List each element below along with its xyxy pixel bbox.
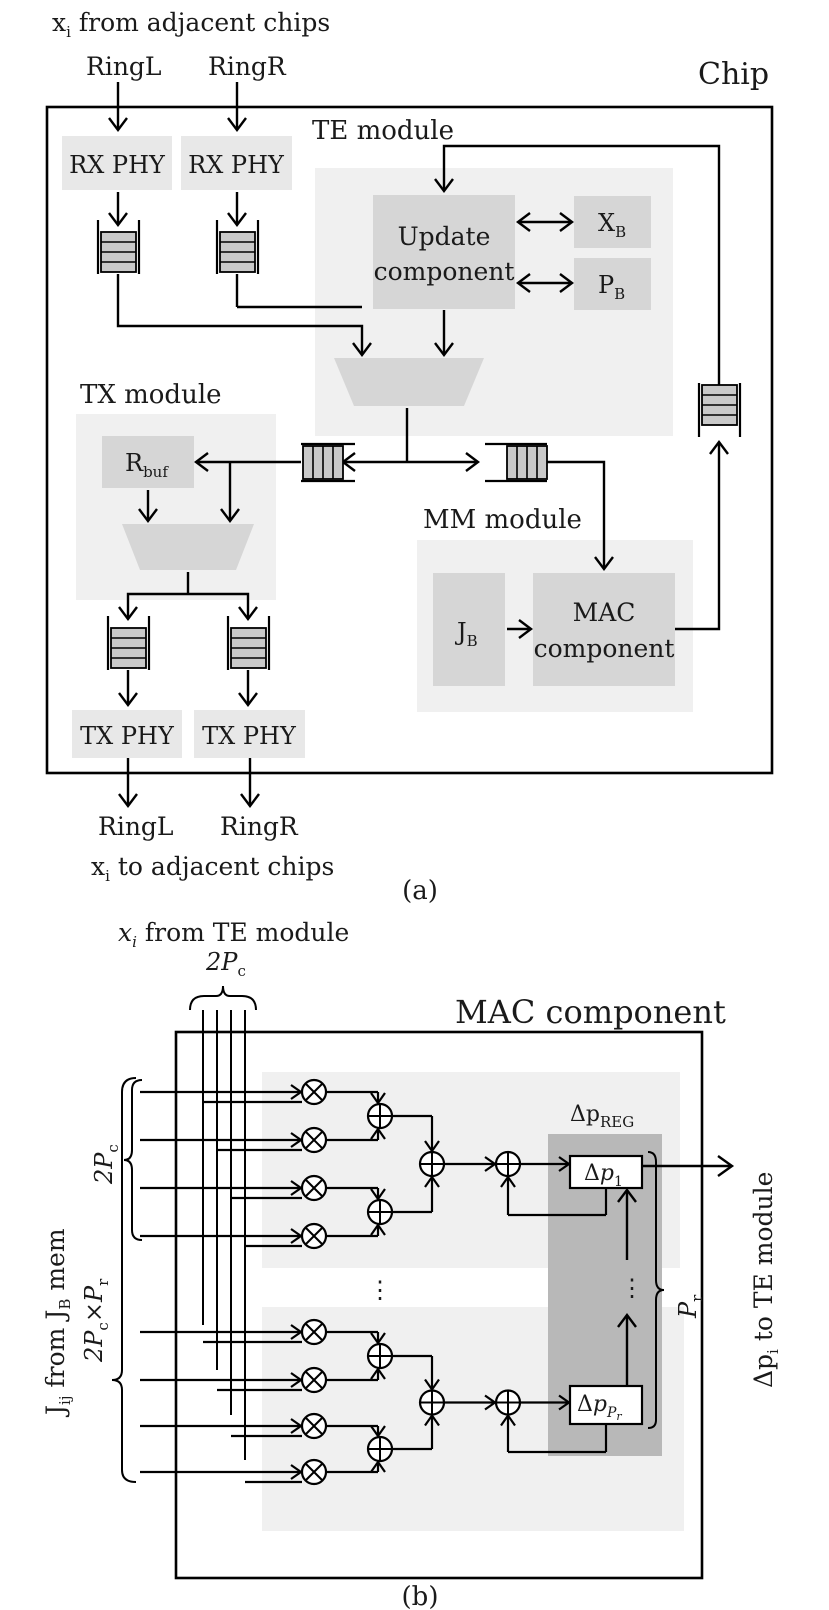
accumulator-adder: [494, 1150, 522, 1178]
mm-fifo-horizontal: [485, 442, 548, 483]
rx-fifo-right: [215, 220, 260, 274]
multiplier: [300, 1412, 328, 1440]
chip-label: Chip: [698, 57, 769, 92]
adder-level-1: [366, 1102, 394, 1130]
update-component-label-1: Update: [398, 222, 491, 251]
rx-phy-right-label: RX PHY: [188, 151, 285, 179]
input-heading: xi from adjacent chips: [52, 8, 330, 41]
top-count-label: 2Pc: [205, 948, 246, 980]
mac-title: MAC component: [455, 993, 726, 1031]
right-label: Δpi to TE module: [749, 1172, 782, 1388]
reg-delta-p1-label: Δp1: [584, 1161, 623, 1190]
multiplier: [300, 1174, 328, 1202]
top-brace: [189, 985, 257, 1011]
inner-brace: [123, 1079, 143, 1241]
multiplier: [300, 1318, 328, 1346]
tx-mux: [122, 524, 254, 570]
update-component: [373, 195, 515, 309]
lane-ellipsis: ⋮: [368, 1276, 392, 1304]
tx-fifo-left: [106, 616, 151, 670]
multiplier: [300, 1366, 328, 1394]
reg-delta-ppr: [568, 1384, 644, 1426]
mac-lane-1: [140, 1078, 608, 1250]
caption-a: (a): [402, 876, 438, 906]
pb-box: [574, 258, 651, 310]
adder-level-1: [366, 1435, 394, 1463]
reg-delta-ppr-label: ΔpPr: [577, 1392, 622, 1423]
top-label: xi from TE module: [118, 918, 349, 951]
inner-count-label: 2Pc: [90, 1144, 122, 1185]
caption-b: (b): [402, 1582, 439, 1610]
reg-title: ΔpREG: [570, 1102, 634, 1131]
output-heading: xi to adjacent chips: [91, 852, 334, 885]
xb-label: XB: [598, 209, 626, 241]
accumulator-adder: [494, 1389, 522, 1416]
mac-lane-n: [140, 1318, 608, 1486]
tx-phy-right-label: TX PHY: [202, 722, 297, 750]
te-module-label: TE module: [312, 116, 454, 146]
jb-box: [433, 573, 505, 686]
tx-module-label: TX module: [80, 380, 222, 410]
ring-out-left-label: RingL: [98, 812, 174, 841]
rbuf-box: [102, 436, 194, 488]
chip-boundary: [45, 105, 774, 775]
multiplier: [300, 1458, 328, 1486]
multiplier: [300, 1078, 328, 1106]
ring-out-right-label: RingR: [220, 812, 299, 841]
mac-label-2: component: [534, 634, 675, 663]
rbuf-label: Rbuf: [125, 449, 169, 481]
reg-ellipsis: ⋮: [620, 1274, 644, 1302]
mac-label-1: MAC: [573, 598, 636, 627]
jij-brace: [111, 1077, 137, 1483]
rx-phy-right: [181, 136, 292, 190]
rx-phy-left-label: RX PHY: [69, 151, 166, 179]
feedback-fifo: [697, 383, 742, 437]
tx-fifo-right: [226, 616, 271, 670]
te-mux: [334, 358, 484, 406]
rx-phy-left: [62, 136, 172, 190]
multiplier: [300, 1126, 328, 1154]
multiplier: [300, 1222, 328, 1250]
mm-module-label: MM module: [423, 505, 582, 535]
tx-phy-left-label: TX PHY: [80, 722, 175, 750]
adder-level-2: [418, 1389, 446, 1416]
mac-outer-box: [174, 1030, 704, 1580]
rx-fifo-left: [96, 220, 141, 274]
pr-brace: [647, 1151, 665, 1429]
tx-phy-right: [194, 710, 305, 758]
tx-fifo-horizontal: [301, 442, 355, 483]
ring-in-left-label: RingL: [86, 52, 162, 81]
xb-box: [574, 196, 651, 248]
mac-component-box: [533, 573, 675, 686]
tx-phy-left: [72, 710, 182, 758]
left-label: Jij from JB mem: [41, 1228, 74, 1418]
jb-label: JB: [454, 618, 478, 650]
adder-level-1: [366, 1342, 394, 1370]
update-component-label-2: component: [374, 257, 515, 286]
adder-level-2: [418, 1150, 446, 1178]
adder-level-1: [366, 1198, 394, 1226]
ring-in-right-label: RingR: [208, 52, 287, 81]
reg-delta-p1: [568, 1154, 644, 1190]
left-count-label: 2Pc×Pr: [80, 1278, 112, 1363]
pr-label: Pr: [674, 1294, 706, 1319]
pb-label: PB: [598, 271, 625, 303]
